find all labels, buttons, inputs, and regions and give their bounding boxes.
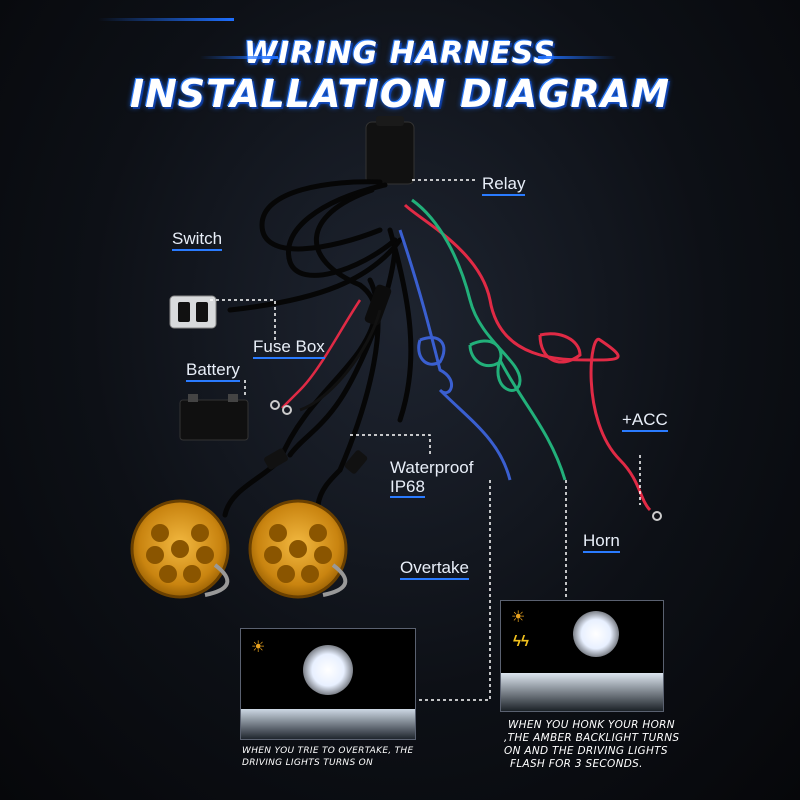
amber-light-right	[248, 499, 348, 599]
overtake-caption-line-1: WHEN YOU TRIE TO OVERTAKE, THE	[242, 746, 414, 756]
flash-icon: ϟϟ	[513, 633, 529, 650]
battery-unit	[179, 394, 249, 441]
title-line-1: WIRING HARNESS	[244, 36, 556, 71]
overtake-panel: ☀	[240, 628, 416, 740]
horn-caption-line-2: ,THE AMBER BACKLIGHT TURNS	[504, 732, 680, 744]
driving-light-glow	[573, 611, 619, 657]
horn-caption-line-3: ON AND THE DRIVING LIGHTS	[504, 745, 668, 757]
switch-label: Switch	[172, 229, 223, 251]
sun-icon: ☀	[511, 609, 526, 626]
fuse-box	[364, 284, 392, 326]
relay-label: Relay	[482, 174, 526, 196]
wire-blue-overtake	[398, 229, 512, 481]
overtake-label: Overtake	[400, 558, 469, 580]
title-line-2: INSTALLATION DIAGRAM	[129, 72, 671, 116]
waterproof-line-2: IP68	[390, 477, 425, 498]
road-surface	[241, 709, 415, 739]
driving-light-glow	[303, 645, 353, 695]
switch-unit	[169, 295, 217, 329]
amber-light-left	[130, 499, 230, 599]
wire-red-acc	[403, 203, 652, 512]
road-surface	[501, 673, 663, 711]
overtake-caption: WHEN YOU TRIE TO OVERTAKE, THE DRIVING L…	[242, 745, 413, 769]
waterproof-label: Waterproof IP68	[390, 458, 473, 498]
horn-label: Horn	[583, 531, 620, 553]
waterproof-line-1: Waterproof	[390, 458, 474, 477]
battery-label: Battery	[186, 360, 240, 382]
title-accent-line-top	[98, 18, 234, 21]
horn-panel: ☀ ϟϟ	[500, 600, 664, 712]
fuse-box-label: Fuse Box	[253, 337, 325, 359]
acc-label: +ACC	[622, 410, 668, 432]
title-accent-right	[538, 56, 616, 59]
leader-lines	[210, 179, 641, 701]
horn-caption-line-4: FLASH FOR 3 SECONDS.	[510, 758, 643, 770]
horn-caption: WHEN YOU HONK YOUR HORN ,THE AMBER BACKL…	[504, 719, 679, 771]
title-accent-left	[200, 56, 278, 59]
wire-red-battery	[281, 299, 362, 409]
relay-unit	[365, 116, 415, 185]
wire-green-horn	[411, 198, 567, 481]
overtake-caption-line-2: DRIVING LIGHTS TURNS ON	[242, 758, 374, 768]
sun-icon: ☀	[251, 639, 266, 656]
connector-left	[264, 448, 288, 470]
connector-right	[344, 450, 368, 474]
horn-caption-line-1: WHEN YOU HONK YOUR HORN	[508, 719, 675, 731]
